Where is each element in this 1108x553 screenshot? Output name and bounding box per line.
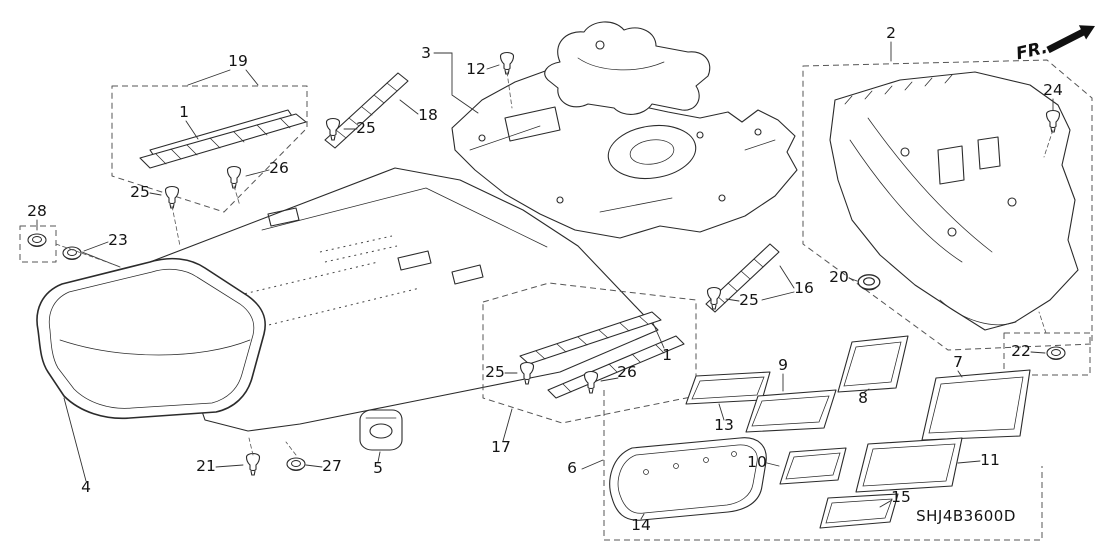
sill-garnish-box19-drawing — [139, 109, 307, 169]
callout-24: 24 — [1043, 81, 1063, 99]
bracket-5-drawing — [359, 409, 403, 451]
floor-panel-drawing — [451, 21, 798, 239]
callout-11: 11 — [980, 451, 1000, 469]
callout-3: 3 — [421, 44, 431, 62]
floor-mats-group-drawing — [609, 335, 1031, 529]
callout-27: 27 — [322, 457, 342, 475]
main-floor-carpet-drawing — [36, 167, 659, 432]
callout-10: 10 — [747, 453, 767, 471]
grommet-icon-27 — [286, 457, 306, 472]
callout-1-center: 1 — [662, 346, 672, 364]
callout-25-mid: 25 — [739, 291, 759, 309]
callout-25-center: 25 — [485, 363, 505, 381]
sill-garnish-box17-drawing — [519, 311, 685, 399]
callout-1-top: 1 — [179, 103, 189, 121]
callout-8: 8 — [858, 389, 868, 407]
clip-icon-12 — [499, 51, 515, 75]
clip-icon-21 — [245, 452, 261, 476]
callout-25-top: 25 — [356, 119, 376, 137]
dashboard-insulator-drawing — [829, 71, 1079, 331]
callout-15: 15 — [891, 488, 911, 506]
fr-direction-indicator: FR. — [1014, 25, 1095, 64]
callout-7: 7 — [953, 353, 963, 371]
callout-17: 17 — [491, 438, 511, 456]
grommet-icon-28 — [27, 233, 47, 248]
leader-lines — [36, 41, 1054, 520]
callout-4: 4 — [81, 478, 91, 496]
callout-9: 9 — [778, 356, 788, 374]
callout-14: 14 — [631, 516, 651, 534]
callout-12: 12 — [466, 60, 486, 78]
callout-16: 16 — [794, 279, 814, 297]
callout-labels: 19 1 3 12 18 25 26 25 2 24 28 23 20 16 2… — [27, 24, 1063, 534]
callout-28: 28 — [27, 202, 47, 220]
callout-25-left: 25 — [130, 183, 150, 201]
step-garnish-16-drawing — [705, 243, 780, 313]
grommet-icon-22 — [1046, 346, 1066, 361]
grommet-icon-20 — [857, 274, 881, 291]
callout-26-top: 26 — [269, 159, 289, 177]
grommet-icon-23 — [62, 246, 82, 261]
callout-6: 6 — [567, 459, 577, 477]
callout-23: 23 — [108, 231, 128, 249]
fr-arrow-icon — [1046, 25, 1095, 54]
callout-21: 21 — [196, 457, 216, 475]
callout-22: 22 — [1011, 342, 1031, 360]
callout-2: 2 — [886, 24, 896, 42]
callout-19: 19 — [228, 52, 248, 70]
callout-26-center: 26 — [617, 363, 637, 381]
callout-18: 18 — [418, 106, 438, 124]
callout-20: 20 — [829, 268, 849, 286]
diagram-code: SHJ4B3600D — [916, 507, 1016, 525]
callout-13: 13 — [714, 416, 734, 434]
callout-5: 5 — [373, 459, 383, 477]
clip-icon-26-top — [226, 165, 242, 189]
